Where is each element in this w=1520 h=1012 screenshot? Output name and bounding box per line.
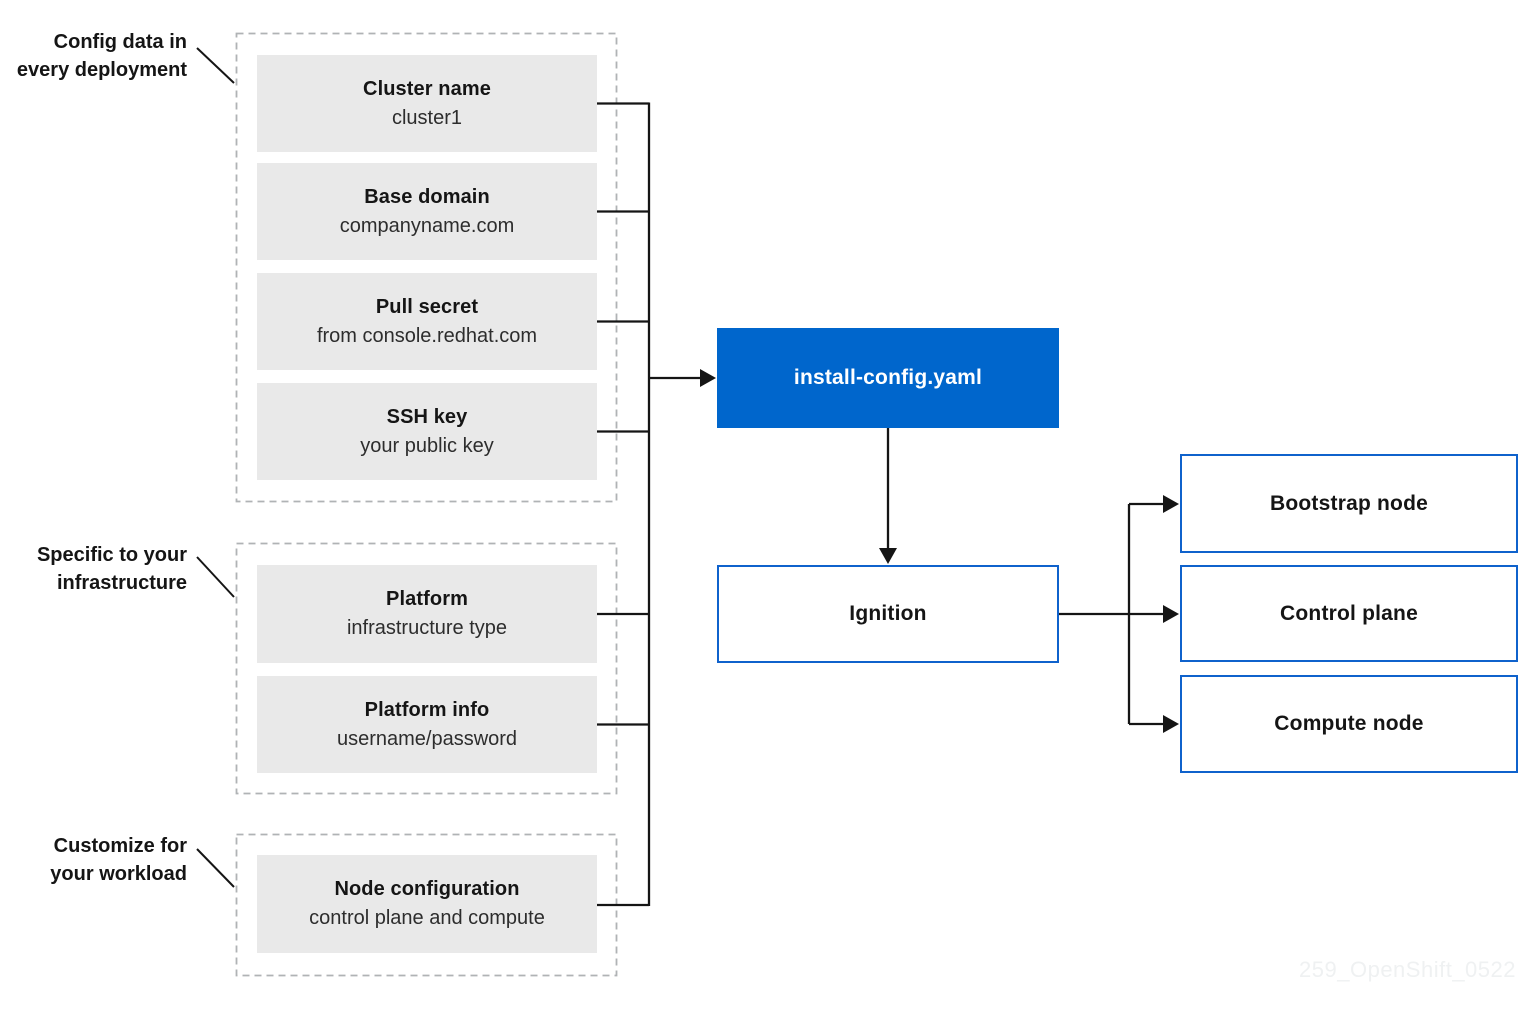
watermark-text: 259_OpenShift_0522 — [1299, 957, 1516, 982]
node-title: Pull secret — [375, 295, 479, 318]
node-subtitle: username/password — [336, 727, 518, 750]
node-bootstrap: Bootstrap node — [1180, 454, 1518, 553]
node-subtitle: cluster1 — [391, 106, 463, 129]
node-compute: Compute node — [1180, 675, 1518, 773]
node-ssh-key: SSH key your public key — [257, 383, 597, 480]
node-base-domain: Base domain companyname.com — [257, 163, 597, 260]
arrowhead-install-config — [700, 369, 716, 387]
group-label-workload: Customize for your workload — [50, 832, 187, 888]
node-platform-info: Platform info username/password — [257, 676, 597, 773]
arrowhead-compute — [1163, 715, 1179, 733]
group-label-line: Specific to your — [36, 544, 187, 566]
node-label: Compute node — [1274, 712, 1424, 735]
node-label: Bootstrap node — [1270, 491, 1428, 515]
pointer-line-infrastructure-label — [196, 556, 235, 598]
group-label-line: every deployment — [16, 59, 187, 81]
group-label-line: your workload — [50, 863, 187, 885]
node-platform: Platform infrastructure type — [257, 565, 597, 663]
node-pull-secret: Pull secret from console.redhat.com — [257, 273, 597, 370]
node-title: Platform info — [364, 698, 490, 721]
node-subtitle: companyname.com — [339, 214, 515, 237]
node-label: Ignition — [849, 602, 927, 625]
group-label-infrastructure: Specific to your infrastructure — [37, 541, 187, 597]
node-title: Node configuration — [334, 878, 520, 900]
node-install-config-yaml: install-config.yaml — [717, 328, 1059, 428]
node-title: Platform — [386, 588, 468, 610]
node-cluster-name: Cluster name cluster1 — [257, 55, 597, 152]
node-subtitle: your public key — [360, 434, 494, 457]
arrowhead-ignition — [879, 548, 897, 564]
node-node-configuration: Node configuration control plane and com… — [257, 855, 597, 953]
group-label-line: Config data in — [53, 31, 187, 53]
node-title: Base domain — [364, 185, 490, 208]
pointer-line-workload-label — [196, 848, 235, 888]
group-label-deployment: Config data in every deployment — [17, 28, 187, 84]
node-control-plane: Control plane — [1180, 565, 1518, 662]
node-subtitle: infrastructure type — [346, 617, 508, 639]
group-label-line: infrastructure — [56, 572, 187, 594]
node-label: Control plane — [1280, 601, 1418, 625]
node-label: install-config.yaml — [793, 366, 983, 389]
arrowhead-control-plane — [1163, 605, 1179, 623]
group-label-line: Customize for — [53, 835, 187, 857]
arrowhead-bootstrap — [1163, 495, 1179, 513]
node-title: SSH key — [386, 405, 468, 428]
node-subtitle: control plane and compute — [309, 907, 545, 929]
group-frame-deployment — [235, 32, 618, 503]
node-subtitle: from console.redhat.com — [316, 324, 538, 347]
node-ignition: Ignition — [717, 565, 1059, 663]
node-title: Cluster name — [363, 77, 491, 100]
pointer-line-deployment-label — [196, 47, 235, 84]
group-frame-infrastructure — [235, 542, 618, 795]
